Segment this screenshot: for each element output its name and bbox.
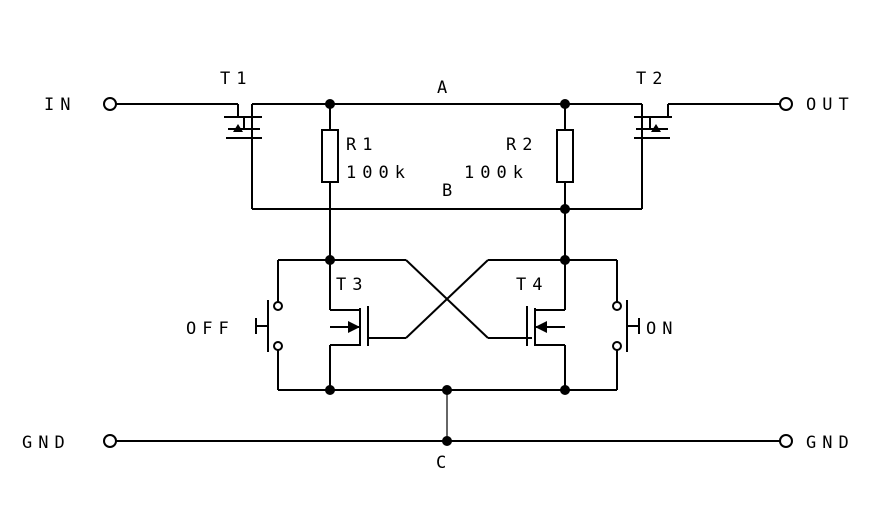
label-t2: T2 [636, 69, 668, 89]
transistor-t3 [330, 306, 369, 346]
terminal-gnd-right [779, 434, 793, 448]
label-r1-value: 100k [346, 163, 411, 183]
label-node-a: A [437, 78, 453, 98]
label-switch-off: OFF [186, 319, 235, 339]
switch-on [612, 300, 640, 352]
label-gnd-left: GND [22, 433, 71, 453]
resistor-r2 [556, 129, 574, 183]
terminal-in [103, 97, 117, 111]
terminal-gnd-left [103, 434, 117, 448]
label-switch-on: ON [646, 319, 678, 339]
label-r1-name: R1 [346, 135, 378, 155]
label-out: OUT [806, 95, 855, 115]
resistor-r1 [321, 129, 339, 183]
label-node-b: B [442, 181, 458, 201]
junctions [325, 99, 570, 446]
transistor-t4 [526, 306, 565, 346]
label-t4: T4 [516, 275, 548, 295]
label-node-c: C [436, 453, 452, 473]
label-t1: T1 [220, 69, 252, 89]
label-gnd-right: GND [806, 433, 855, 453]
label-r2-name: R2 [506, 135, 538, 155]
transistor-t2 [634, 104, 672, 139]
label-t3: T3 [336, 275, 368, 295]
label-in: IN [44, 95, 76, 115]
transistor-t1 [224, 104, 262, 139]
switch-off [255, 300, 283, 352]
wires [116, 103, 780, 442]
label-r2-value: 100k [464, 163, 529, 183]
terminal-out [779, 97, 793, 111]
